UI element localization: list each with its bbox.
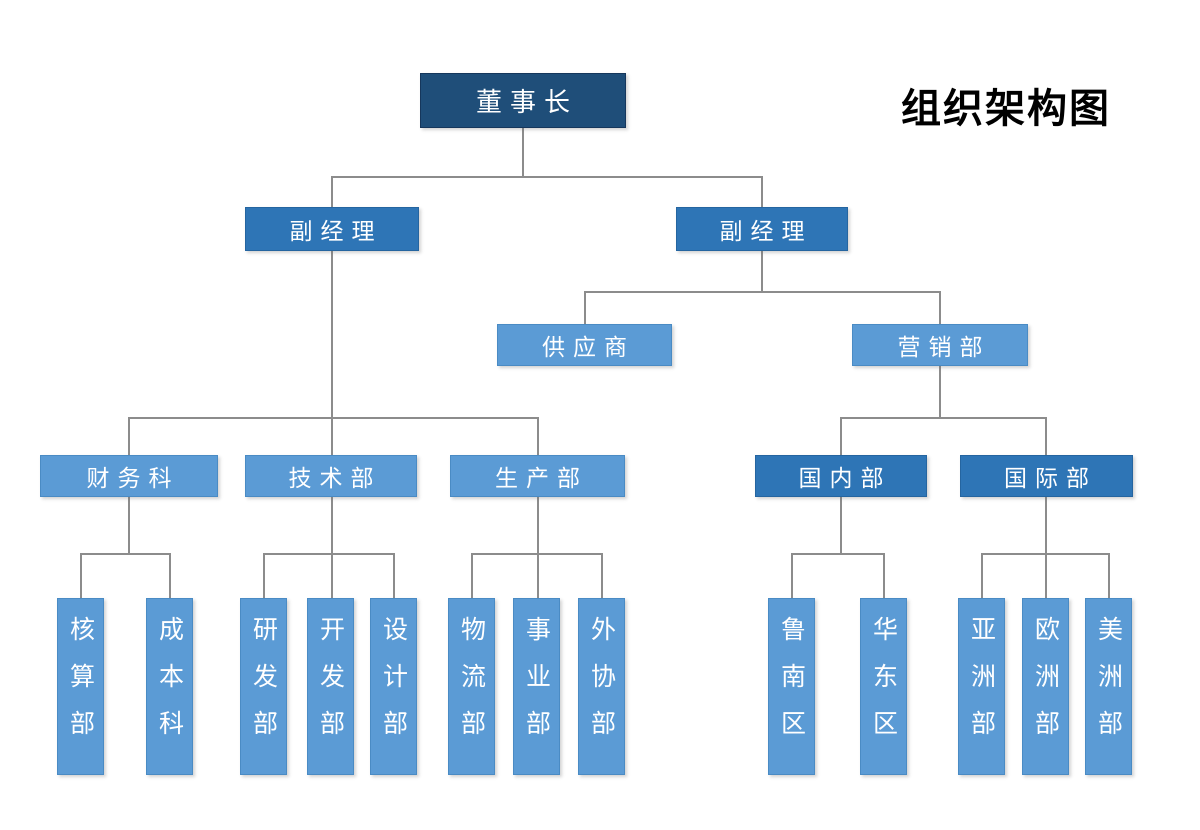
leaf-development: 开发部	[307, 598, 354, 775]
connector-tech-down	[331, 497, 333, 598]
connector-deputy-right-down	[761, 251, 763, 291]
connector-domestic-drop	[840, 417, 842, 455]
connector-leaf-drop	[393, 553, 395, 598]
connector-leaf-drop	[80, 553, 82, 598]
leaf-outsourcing: 外协部	[578, 598, 625, 775]
connector-international-leaves-horizontal	[981, 553, 1109, 555]
node-finance: 财务科	[40, 455, 218, 497]
node-domestic: 国内部	[755, 455, 927, 497]
connector-leaf-drop	[471, 553, 473, 598]
node-supplier: 供应商	[497, 324, 672, 366]
connector-leaf-drop	[981, 553, 983, 598]
connector-production-leaves-horizontal	[471, 553, 602, 555]
connector-deputy-right-drop	[761, 176, 763, 207]
leaf-huadong: 华东区	[860, 598, 907, 775]
connector-leaf-drop	[883, 553, 885, 598]
connector-leaf-drop	[169, 553, 171, 598]
leaf-accounting: 核算部	[57, 598, 104, 775]
connector-leaf-drop	[791, 553, 793, 598]
connector-finance-leaves-horizontal	[80, 553, 170, 555]
connector-deputy-left-down	[331, 251, 333, 417]
node-tech: 技术部	[245, 455, 417, 497]
leaf-cost: 成本科	[146, 598, 193, 775]
leaf-logistics: 物流部	[448, 598, 495, 775]
connector-deputy-left-drop	[331, 176, 333, 207]
page-title: 组织架构图	[901, 87, 1111, 131]
connector-domestic-leaves-horizontal	[791, 553, 884, 555]
connector-finance-down	[128, 497, 130, 553]
leaf-research: 研发部	[240, 598, 287, 775]
connector-supplier-drop	[584, 291, 586, 324]
connector-marketing-down	[939, 366, 941, 417]
node-production: 生产部	[450, 455, 625, 497]
connector-level25-horizontal	[584, 291, 940, 293]
node-marketing: 营销部	[852, 324, 1028, 366]
connector-row3-left-horizontal	[128, 417, 537, 419]
leaf-design: 设计部	[370, 598, 417, 775]
leaf-america: 美洲部	[1085, 598, 1132, 775]
connector-leaf-drop	[601, 553, 603, 598]
connector-leaf-drop	[263, 553, 265, 598]
leaf-asia: 亚洲部	[958, 598, 1005, 775]
leaf-europe: 欧洲部	[1022, 598, 1069, 775]
connector-chairman-down	[522, 128, 524, 176]
connector-finance-drop	[128, 417, 130, 455]
connector-international-drop	[1045, 417, 1047, 455]
connector-production-down	[537, 497, 539, 598]
connector-domestic-down	[840, 497, 842, 553]
node-chairman: 董事长	[420, 73, 626, 128]
connector-marketing-drop	[939, 291, 941, 324]
connector-level2-horizontal	[331, 176, 762, 178]
node-deputy-manager-right: 副经理	[676, 207, 848, 251]
connector-tech-drop	[331, 417, 333, 455]
leaf-business: 事业部	[513, 598, 560, 775]
node-deputy-manager-left: 副经理	[245, 207, 419, 251]
node-international: 国际部	[960, 455, 1133, 497]
connector-international-down	[1045, 497, 1047, 598]
connector-row3-right-horizontal	[840, 417, 1046, 419]
connector-tech-leaves-horizontal	[263, 553, 394, 555]
leaf-lunan: 鲁南区	[768, 598, 815, 775]
connector-production-drop	[537, 417, 539, 455]
connector-leaf-drop	[1108, 553, 1110, 598]
